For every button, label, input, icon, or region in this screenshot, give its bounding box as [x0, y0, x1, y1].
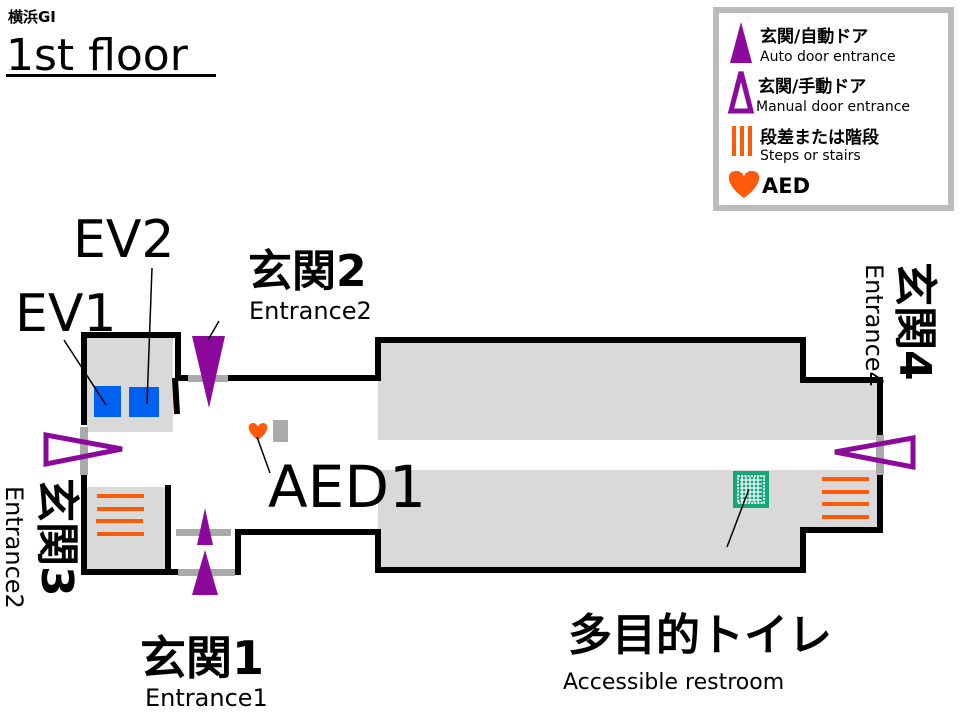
- rooms: [87, 338, 877, 569]
- aed-heart-icon: [728, 170, 760, 198]
- aed1-label: AED1: [268, 453, 426, 521]
- stair-room-west: [87, 487, 165, 569]
- entrance1-label-jp: 玄関1: [140, 631, 264, 685]
- manual-door-icon: [727, 71, 755, 114]
- floor-title: 1st floor: [6, 30, 189, 81]
- room-south: [378, 470, 803, 567]
- entrance2-auto-door-icon: [192, 336, 225, 408]
- entrance2-label-jp: 玄関2: [248, 246, 367, 297]
- entrance4-label-jp: 玄関4: [889, 262, 940, 381]
- legend: 玄関/自動ドア Auto door entrance 玄関/手動ドア Manua…: [713, 7, 954, 211]
- entrance4-manual-door-icon: [834, 435, 916, 471]
- stairs-icon: [732, 126, 752, 156]
- elevator-1: [94, 386, 121, 417]
- entrance2-label-en: Entrance2: [249, 297, 372, 325]
- ev1-label: EV1: [15, 284, 117, 344]
- entrance1-label-en: Entrance1: [145, 684, 268, 712]
- entrance1-auto-door-inner-icon: [197, 508, 213, 545]
- legend-steps-jp: 段差または階段: [760, 127, 879, 148]
- building-name: 横浜GI: [8, 8, 56, 26]
- legend-manual-door-en: Manual door entrance: [756, 99, 910, 115]
- legend-aed: AED: [762, 174, 810, 198]
- legend-manual-door-jp: 玄関/手動ドア: [758, 76, 866, 97]
- room-north-ext: [803, 383, 877, 440]
- legend-auto-door-en: Auto door entrance: [760, 49, 896, 65]
- entrance3-label-jp: 玄関3: [31, 478, 82, 597]
- leader-lines: [63, 267, 750, 548]
- walls: [81, 332, 883, 575]
- entrance3-label-en: Entrance2: [0, 486, 28, 609]
- entrance3-manual-door-icon: [43, 431, 123, 468]
- entrance4-label-en: Entrance4: [860, 264, 888, 387]
- legend-auto-door-jp: 玄関/自動ドア: [760, 26, 868, 47]
- restroom-label-jp: 多目的トイレ: [568, 610, 832, 661]
- legend-steps-en: Steps or stairs: [760, 148, 861, 164]
- title-underline: [6, 74, 216, 77]
- aed-cabinet: [273, 420, 288, 442]
- stairs-west: [96, 494, 144, 536]
- accessible-restroom-icon: [733, 471, 769, 508]
- ev2-label: EV2: [73, 210, 175, 270]
- elevator-2: [129, 387, 159, 417]
- restroom-label-en: Accessible restroom: [563, 670, 784, 695]
- room-north: [378, 343, 803, 440]
- stairs-east: [822, 477, 869, 519]
- auto-door-icon: [730, 22, 752, 63]
- entrance1-auto-door-icon: [192, 550, 218, 595]
- elevator-hall: [87, 338, 173, 432]
- aed-heart-icon: [248, 423, 268, 440]
